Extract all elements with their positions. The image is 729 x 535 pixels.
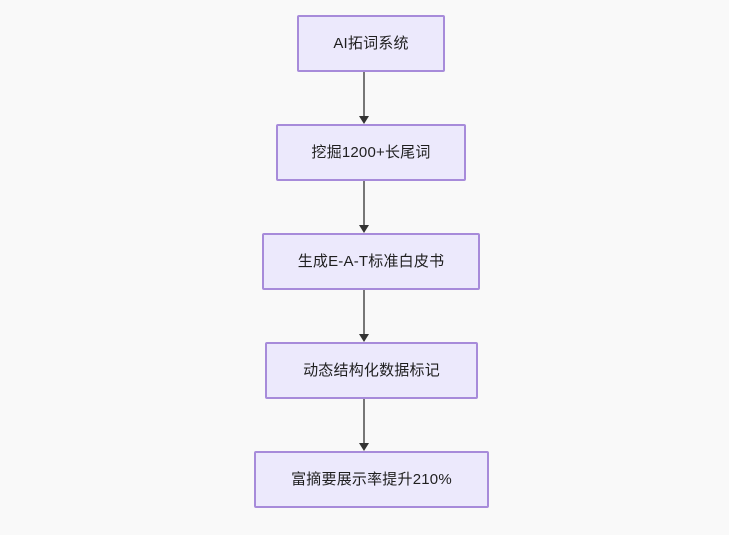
flow-node-label: 生成E-A-T标准白皮书 xyxy=(297,252,445,270)
flow-node-dynamic-structured-data-markup[interactable]: 动态结构化数据标记 xyxy=(265,342,478,399)
flow-node-label: 动态结构化数据标记 xyxy=(303,361,440,379)
arrowhead-icon xyxy=(359,225,369,233)
flow-node-label: 富摘要展示率提升210% xyxy=(291,470,452,488)
edge-line xyxy=(363,181,365,225)
flow-node-label: AI拓词系统 xyxy=(333,34,409,52)
arrowhead-icon xyxy=(359,443,369,451)
edge-n2-to-n3 xyxy=(357,181,371,233)
flow-node-rich-snippet-impression-lift[interactable]: 富摘要展示率提升210% xyxy=(254,451,489,508)
flow-node-label: 挖掘1200+长尾词 xyxy=(311,143,431,161)
arrowhead-icon xyxy=(359,116,369,124)
edge-n4-to-n5 xyxy=(357,399,371,451)
edge-n1-to-n2 xyxy=(357,72,371,124)
flow-node-mine-longtail-keywords[interactable]: 挖掘1200+长尾词 xyxy=(276,124,466,181)
flow-node-ai-keyword-system[interactable]: AI拓词系统 xyxy=(297,15,445,72)
arrowhead-icon xyxy=(359,334,369,342)
edge-line xyxy=(363,72,365,116)
edge-line xyxy=(363,399,365,443)
edge-line xyxy=(363,290,365,334)
edge-n3-to-n4 xyxy=(357,290,371,342)
flow-node-generate-eat-whitepaper[interactable]: 生成E-A-T标准白皮书 xyxy=(262,233,480,290)
